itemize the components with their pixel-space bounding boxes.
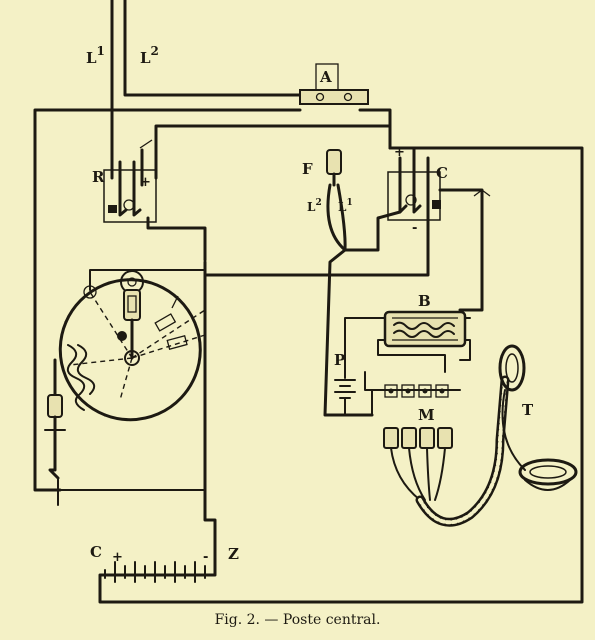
- induction-coil-b: [344, 310, 471, 373]
- plug-f: [323, 149, 374, 417]
- telephone-t: [415, 344, 578, 527]
- label-f-l1: L1: [338, 198, 353, 214]
- main-battery-c: [98, 558, 217, 592]
- label-c-plus: +: [394, 145, 405, 160]
- label-f-l2: L2: [307, 198, 322, 214]
- label-p: P: [334, 351, 345, 369]
- label-r: R: [92, 168, 105, 186]
- annunciator-dial: [58, 260, 217, 562]
- battery-p: [334, 369, 356, 416]
- label-f: F: [302, 160, 313, 178]
- label-r-plus: +: [140, 175, 151, 190]
- label-c-switch: C: [436, 164, 448, 182]
- line-wires: [110, 0, 310, 157]
- labels: L1 L2 A R + F L2 L1 C + - B P M T C + - …: [86, 44, 534, 565]
- label-t: T: [522, 401, 534, 419]
- terminal-block-a: [299, 63, 369, 105]
- connector-m: [383, 427, 453, 501]
- label-battery-c: C: [90, 543, 102, 561]
- label-m: M: [418, 406, 435, 424]
- switch-c: [203, 124, 491, 312]
- outer-frame-wires: [33, 108, 584, 604]
- signal-key: [44, 358, 66, 506]
- label-z: Z: [228, 545, 239, 563]
- terminal-strip: [364, 371, 461, 416]
- label-l2: L2: [140, 44, 159, 67]
- label-c-minus: -: [412, 221, 417, 236]
- label-battery-minus: -: [203, 550, 208, 565]
- switch-r: [103, 124, 392, 262]
- label-b: B: [418, 292, 431, 310]
- label-l1: L1: [86, 44, 105, 67]
- label-battery-plus: +: [112, 550, 123, 565]
- label-a: A: [319, 68, 332, 86]
- figure-caption: Fig. 2. — Poste central.: [214, 612, 381, 628]
